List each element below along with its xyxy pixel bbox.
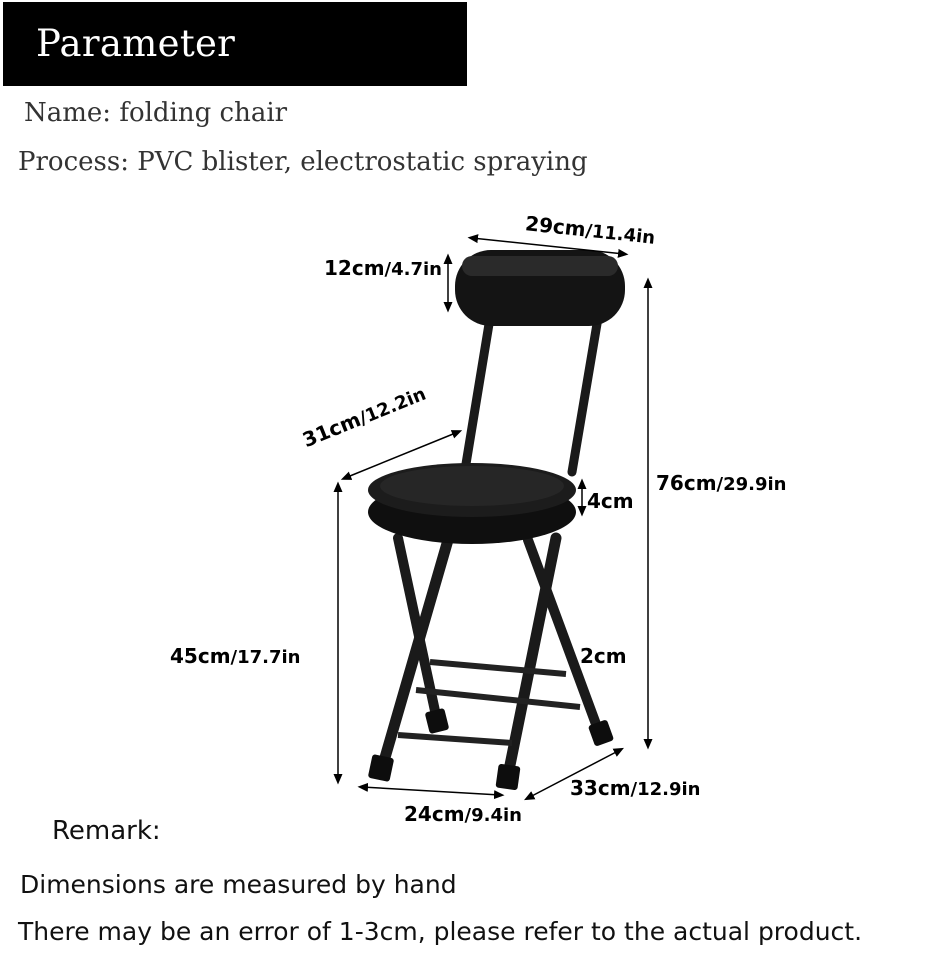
remark-line-1: Dimensions are measured by hand <box>20 870 457 899</box>
product-process: Process: PVC blister, electrostatic spra… <box>18 147 588 177</box>
seat-thickness-label: 4cm <box>587 489 634 513</box>
remark-line-2: There may be an error of 1-3cm, please r… <box>18 917 863 946</box>
total-height-label: 76cm/29.9in <box>656 471 787 495</box>
tube-diameter-label: 2cm <box>580 644 627 668</box>
seat-height-label: 45cm/17.7in <box>170 644 301 668</box>
back-height-label: 12cm/4.7in <box>324 256 442 280</box>
base-width-label: 24cm/9.4in <box>404 802 522 826</box>
product-name: Name: folding chair <box>24 98 288 128</box>
remark-title: Remark: <box>52 816 161 846</box>
base-depth-label: 33cm/12.9in <box>570 776 701 800</box>
title-banner: Parameter introduction <box>3 2 467 149</box>
